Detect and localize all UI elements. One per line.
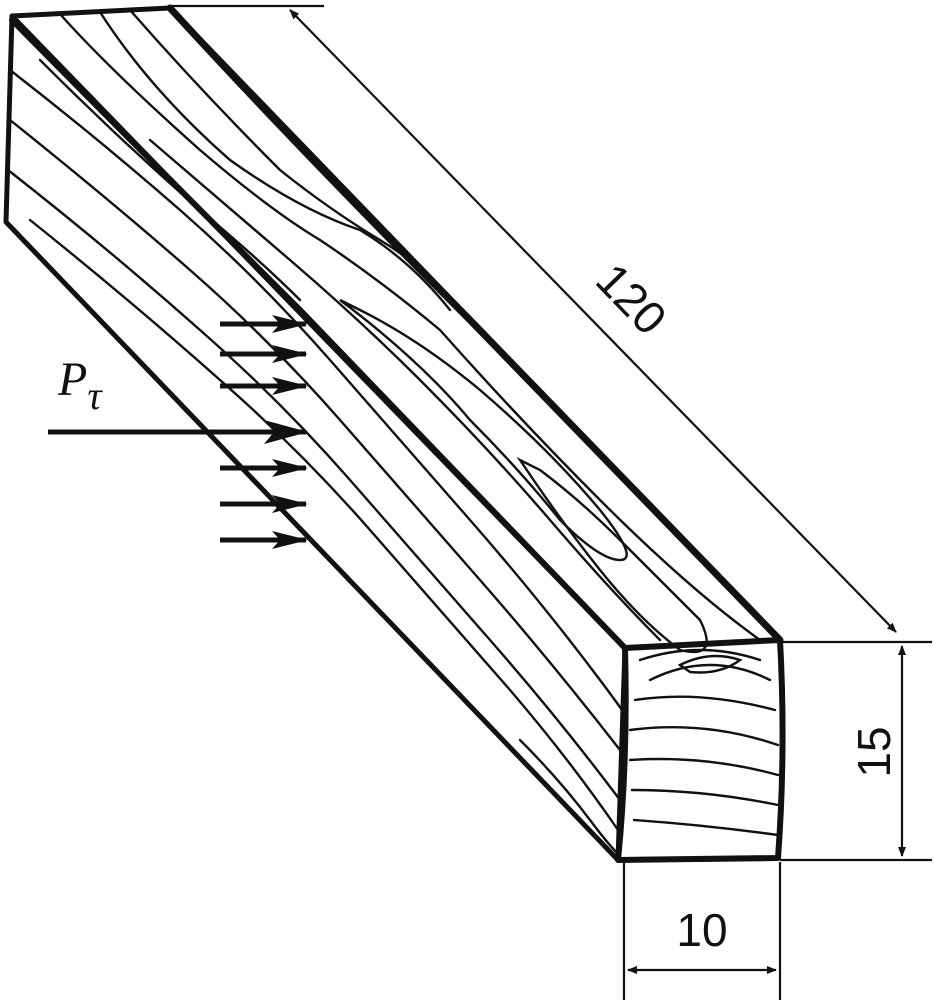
dimension-width: [622, 862, 782, 1000]
dimension-height-label: 15: [848, 726, 900, 777]
beam-top-face: [9, 5, 783, 651]
dimension-height: [780, 640, 932, 862]
dimension-width-label: 10: [676, 904, 727, 956]
dimension-length: [170, 4, 897, 633]
force-label: Pτ: [57, 353, 103, 418]
beam-end-face: [615, 637, 786, 863]
dimension-length-label: 120: [586, 253, 677, 344]
